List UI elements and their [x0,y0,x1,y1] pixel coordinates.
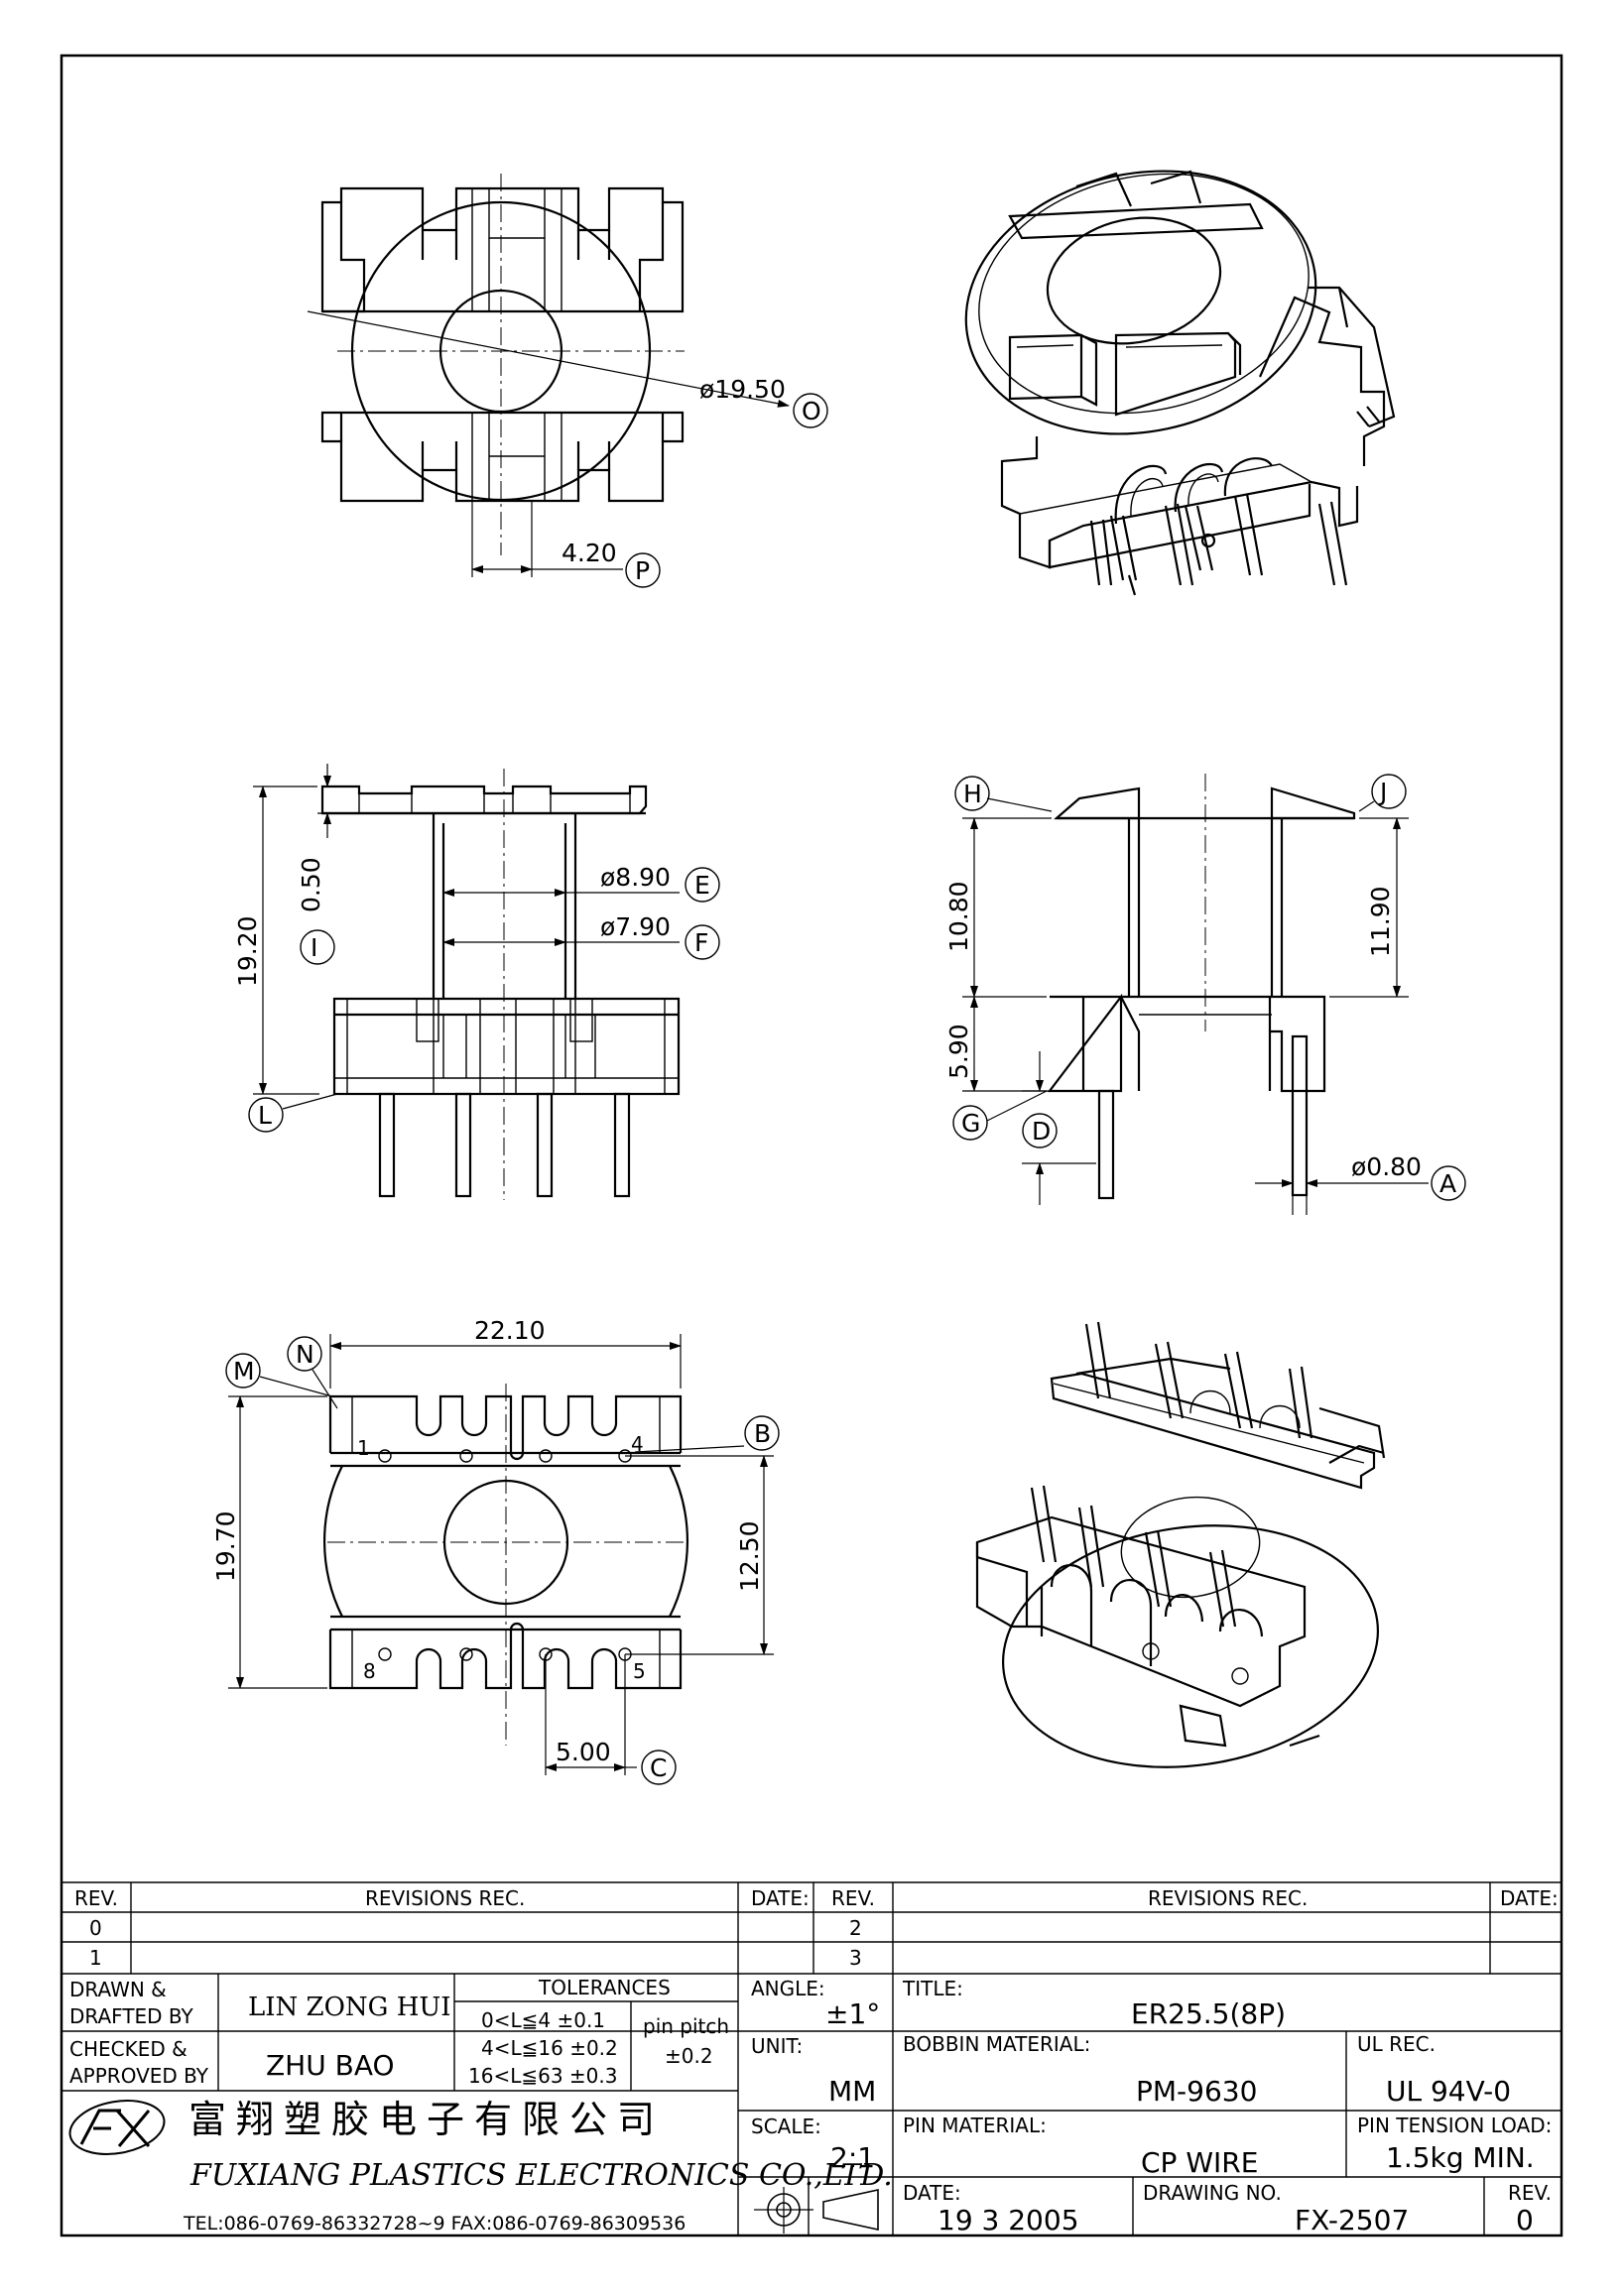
callout-m: M [233,1357,255,1386]
dim-5-90-label: 5.90 [944,1024,973,1079]
isometric-view-bottom [975,1321,1386,1768]
company-name-chinese: 富翔塑胶电子有限公司 [188,2098,665,2141]
bobbin-material-value: PM-9630 [1136,2075,1257,2108]
unit-value: MM [828,2075,876,2108]
company-contact: TEL:086-0769-86332728~9 FAX:086-0769-863… [183,2213,686,2235]
dim-12-50-label: 12.50 [735,1520,764,1592]
tolerance-line-1: 0<L≦4 ±0.1 [481,2008,605,2032]
callout-f: F [694,928,708,957]
checked-label-1: CHECKED & [69,2037,187,2061]
pin-tension-label: PIN TENSION LOAD: [1357,2114,1552,2137]
side-view: 10.80 5.90 11.90 H J G D ø0.80 A [944,774,1466,1215]
rev-row-0: 0 [89,1916,102,1940]
isometric-view-top [964,170,1396,596]
pin-number-8: 8 [363,1659,376,1683]
callout-b: B [754,1419,771,1448]
dim-10-80-label: 10.80 [944,881,973,952]
callout-i: I [311,933,317,962]
pin-pitch-value: ±0.2 [665,2044,713,2068]
bottom-view: 1 4 8 5 22.10 M N 19.70 [211,1316,780,1785]
callout-n: N [296,1340,314,1369]
callout-d: D [1032,1117,1051,1146]
drawn-by-name: LIN ZONG HUI [248,1993,451,2022]
checked-label-2: APPROVED BY [69,2064,209,2088]
rev-label: REV. [1508,2181,1552,2205]
revisions-header-left: REVISIONS REC. [365,1886,525,1910]
callout-h: H [963,780,982,808]
callout-o: O [802,397,821,425]
callout-p: P [635,556,650,585]
checked-by-name: ZHU BAO [266,2049,395,2082]
pin-number-1: 1 [357,1436,370,1460]
scale-label: SCALE: [751,2115,821,2138]
unit-label: UNIT: [751,2034,803,2058]
tolerance-line-2: 4<L≦16 ±0.2 [481,2036,618,2060]
rev-row-2: 2 [849,1916,862,1940]
top-view: ø19.50 O 4.20 P [307,174,828,588]
dim-19-50-label: ø19.50 [699,375,786,404]
ul-rec-value: UL 94V-0 [1386,2075,1511,2108]
ul-rec-label: UL REC. [1357,2032,1436,2056]
date-header-right: DATE: [1500,1886,1559,1910]
dim-8-90-label: ø8.90 [600,863,671,892]
pin-pitch-label: pin pitch [643,2014,729,2038]
dim-0-50-label: 0.50 [297,857,325,912]
projection-symbol-icon [754,2187,879,2234]
pin-material-label: PIN MATERIAL: [903,2114,1047,2137]
callout-j: J [1378,778,1387,806]
tolerances-header: TOLERANCES [538,1976,671,1999]
date-label: DATE: [903,2181,961,2205]
dim-5-00-label: 5.00 [556,1738,611,1766]
rev-header-right: REV. [831,1886,875,1910]
sheet-border [60,54,1563,2237]
dim-22-10-label: 22.10 [474,1316,546,1345]
callout-g: G [961,1109,980,1138]
rev-row-1: 1 [89,1946,102,1970]
dim-19-20-label: 19.20 [233,915,262,987]
title-value: ER25.5(8P) [1131,1997,1286,2030]
scale-value: 2:1 [830,2141,875,2174]
dim-4-20-label: 4.20 [562,539,617,567]
drawing-no-value: FX-2507 [1295,2204,1409,2236]
title-block: REV. REVISIONS REC. DATE: REV. REVISIONS… [62,1881,1562,2236]
company-name-english: FUXIANG PLASTICS ELECTRONICS CO.,LTD. [189,2158,893,2193]
drawn-label-2: DRAFTED BY [69,2004,194,2028]
front-view: 19.20 0.50 I L ø8.90 E ø7.90 F [233,764,720,1200]
dim-7-90-label: ø7.90 [600,912,671,941]
bobbin-material-label: BOBBIN MATERIAL: [903,2032,1090,2056]
title-label: TITLE: [902,1977,963,2000]
callout-l: L [258,1101,272,1130]
dim-0-80-label: ø0.80 [1351,1152,1422,1181]
pin-number-4: 4 [631,1432,644,1456]
callout-a: A [1439,1169,1456,1198]
pin-tension-value: 1.5kg MIN. [1386,2141,1535,2174]
tolerance-line-3: 16<L≦63 ±0.3 [468,2064,617,2088]
pin-number-5: 5 [633,1659,646,1683]
rev-header-left: REV. [74,1886,118,1910]
revisions-header-right: REVISIONS REC. [1148,1886,1308,1910]
callout-e: E [694,871,710,900]
rev-row-3: 3 [849,1946,862,1970]
dim-11-90-label: 11.90 [1366,886,1395,957]
date-header-left: DATE: [751,1886,810,1910]
pin-material-value: CP WIRE [1141,2146,1258,2179]
drawn-label-1: DRAWN & [69,1978,167,2001]
drawing-no-label: DRAWING NO. [1143,2181,1282,2205]
date-value: 19 3 2005 [937,2204,1079,2236]
rev-value: 0 [1516,2204,1534,2236]
angle-label: ANGLE: [751,1977,825,2000]
callout-c: C [650,1753,667,1782]
fx-logo-icon [68,2100,166,2155]
angle-value: ±1° [825,1997,880,2030]
dim-19-70-label: 19.70 [211,1511,240,1582]
